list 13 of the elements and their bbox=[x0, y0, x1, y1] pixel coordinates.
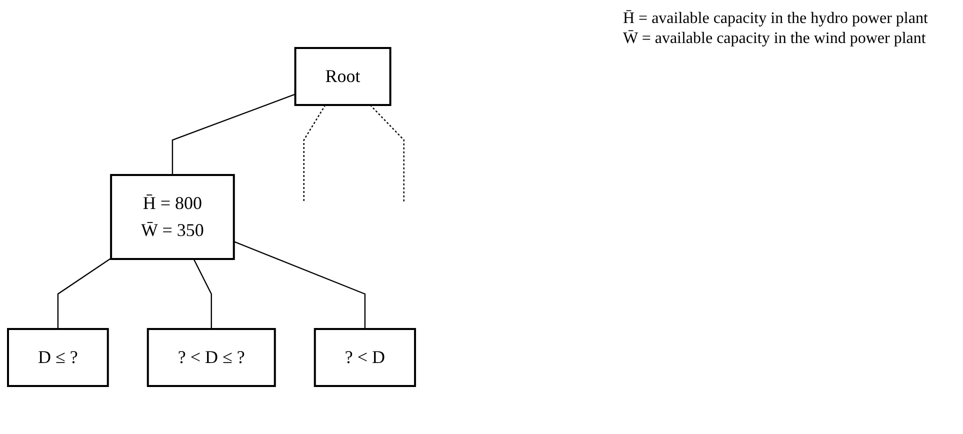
connector bbox=[172, 94, 296, 175]
connector bbox=[303, 104, 326, 202]
node-box: D ≤ ? bbox=[7, 328, 109, 387]
node-box: ? < D ≤ ? bbox=[146, 328, 276, 387]
definition-note: W̄ = available capacity in the wind power plant bbox=[623, 30, 927, 48]
node-box: Root bbox=[294, 47, 392, 106]
connector bbox=[193, 258, 212, 329]
definition-note: H̄ = available capacity in the hydro power plant bbox=[623, 10, 929, 28]
connector bbox=[57, 258, 112, 329]
node-box: ? < D bbox=[314, 328, 416, 387]
connector bbox=[234, 241, 366, 329]
connector bbox=[370, 104, 404, 202]
node-box: H̄ = 800 W̄ = 350 bbox=[110, 174, 235, 260]
